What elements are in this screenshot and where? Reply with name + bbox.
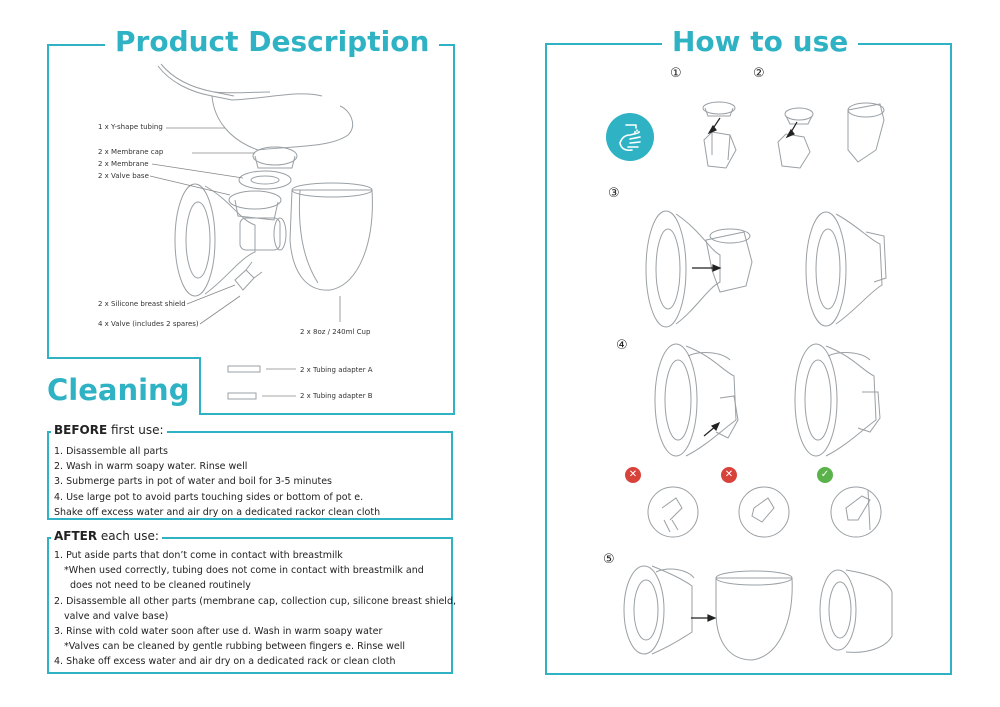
product-frame-left: [47, 44, 49, 359]
cleaning-title: Cleaning: [47, 373, 190, 407]
before-box-title: BEFORE first use:: [51, 423, 167, 437]
step-number-3: ③: [608, 186, 620, 201]
after-line: *Valves can be cleaned by gentle rubbing…: [64, 641, 406, 653]
part-label-adapter-a: 2 x Tubing adapter A: [300, 366, 373, 374]
step-number-2: ②: [753, 66, 765, 81]
before-instructions: 1. Disassemble all parts 2. Wash in warm…: [54, 444, 380, 520]
before-line: Shake off excess water and air dry on a …: [54, 506, 381, 518]
part-label-adapter-b: 2 x Tubing adapter B: [300, 392, 373, 400]
part-label-membrane-cap: 2 x Membrane cap: [98, 148, 164, 156]
part-label-cup: 2 x 8oz / 240ml Cup: [300, 328, 371, 336]
after-line: 4. Shake off excess water and air dry on…: [54, 656, 396, 668]
after-line: 1. Put aside parts that don’t come in co…: [54, 550, 343, 561]
before-line: 3. Submerge parts in pot of water and bo…: [54, 476, 332, 488]
after-line: valve and valve base): [64, 610, 169, 622]
step-number-1: ①: [670, 66, 682, 81]
before-box: [47, 431, 453, 520]
before-line: 2. Wash in warm soapy water. Rinse well: [54, 461, 248, 473]
after-title-bold: AFTER: [54, 529, 98, 543]
right-indicator: ✓: [817, 467, 833, 483]
step-number-5: ⑤: [603, 552, 615, 567]
before-line: 1. Disassemble all parts: [54, 446, 168, 457]
step-number-4: ④: [616, 338, 628, 353]
before-title-bold: BEFORE: [54, 423, 108, 437]
product-frame-top-left: [47, 44, 107, 46]
after-line: *When used correctly, tubing does not co…: [64, 565, 424, 577]
product-frame-step-vertical: [199, 357, 201, 414]
after-box: [47, 537, 453, 674]
part-label-valve-base: 2 x Valve base: [98, 172, 149, 180]
product-frame-right: [453, 44, 455, 414]
wrong-indicator-2: ✕: [721, 467, 737, 483]
check-mark-icon: ✓: [820, 469, 830, 480]
wrong-mark-icon: ✕: [724, 469, 734, 480]
after-box-title: AFTER each use:: [51, 529, 162, 543]
wrong-mark-icon: ✕: [628, 469, 638, 480]
before-title-rest: first use:: [107, 423, 164, 437]
part-label-valve: 4 x Valve (includes 2 spares): [98, 320, 199, 328]
wash-hands-icon: [606, 113, 654, 161]
before-line: 4. Use large pot to avoid parts touching…: [54, 491, 364, 503]
after-line: does not need to be cleaned routinely: [70, 580, 251, 592]
part-label-membrane: 2 x Membrane: [98, 160, 149, 168]
after-title-rest: each use:: [97, 529, 159, 543]
product-frame-bottom-right: [199, 413, 455, 415]
product-description-title: Product Description: [105, 28, 440, 56]
how-to-use-title: How to use: [662, 28, 859, 56]
part-label-breast-shield: 2 x Silicone breast shield: [98, 300, 186, 308]
part-label-y-tubing: 1 x Y-shape tubing: [98, 123, 163, 131]
product-frame-bottom-left: [47, 357, 199, 359]
after-line: 2. Disassemble all other parts (membrane…: [54, 595, 456, 607]
after-instructions: 1. Put aside parts that don’t come in co…: [54, 548, 456, 670]
wrong-indicator-1: ✕: [625, 467, 641, 483]
after-line: 3. Rinse with cold water soon after use …: [54, 626, 383, 638]
